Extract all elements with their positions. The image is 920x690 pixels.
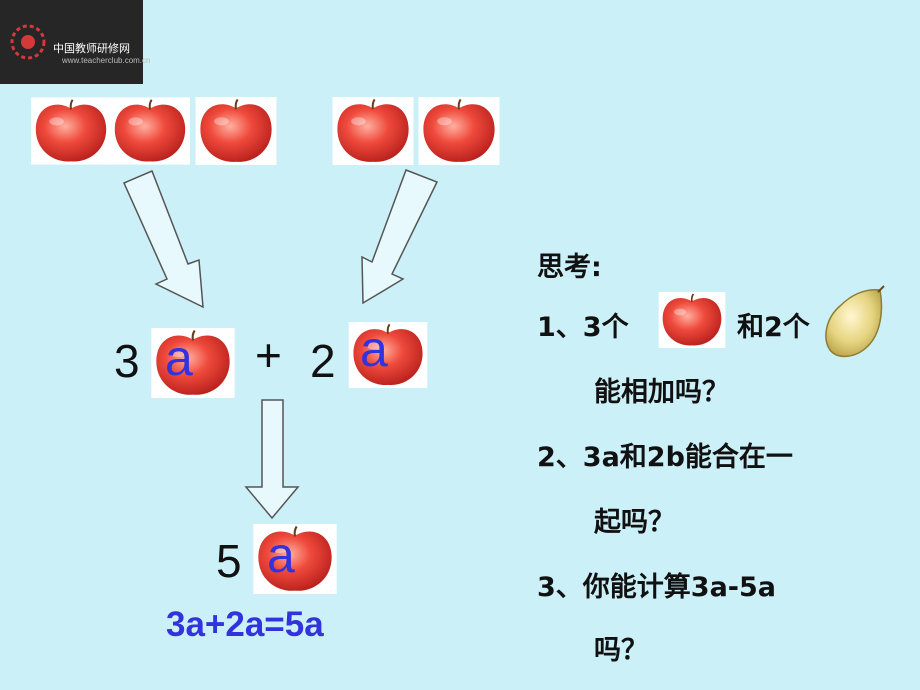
apple-3 <box>194 97 278 165</box>
pear-icon <box>825 285 885 358</box>
apple-result <box>252 524 338 594</box>
result-variable: a <box>267 527 295 583</box>
apple-5 <box>417 97 501 165</box>
apple-1 <box>31 97 111 165</box>
apple-question <box>657 292 727 348</box>
question-3-line-2: 吗？ <box>594 635 648 666</box>
arrow-right-icon <box>361 169 439 305</box>
logo-emblem <box>10 24 46 60</box>
variable-left: a <box>165 330 193 386</box>
plus-operator: + <box>255 329 282 381</box>
apple-2 <box>110 97 190 165</box>
variable-right: a <box>360 321 388 377</box>
question-1-continued: 能相加吗？ <box>594 377 729 408</box>
question-2-line-2: 起吗？ <box>594 507 675 538</box>
apple-term-left <box>150 328 236 398</box>
coefficient-right: 2 <box>310 335 336 387</box>
think-heading: 思考: <box>537 252 602 283</box>
logo-title: 中国教师研修网 <box>53 42 130 55</box>
arrow-down-icon <box>244 399 300 520</box>
question-1-middle: 和2个 <box>737 312 810 343</box>
equation-text: 3a+2a=5a <box>166 605 324 644</box>
question-2-line-1: 2、3a和2b能合在一 <box>537 442 793 473</box>
question-1-prefix: 1、3个 <box>537 312 629 343</box>
coefficient-left: 3 <box>114 335 140 387</box>
question-3-line-1: 3、你能计算3a-5a <box>537 572 777 603</box>
result-coefficient: 5 <box>216 535 242 587</box>
apple-4 <box>331 97 415 165</box>
logo-url: www.teacherclub.com.cn <box>62 56 151 65</box>
arrow-left-icon <box>123 170 204 309</box>
